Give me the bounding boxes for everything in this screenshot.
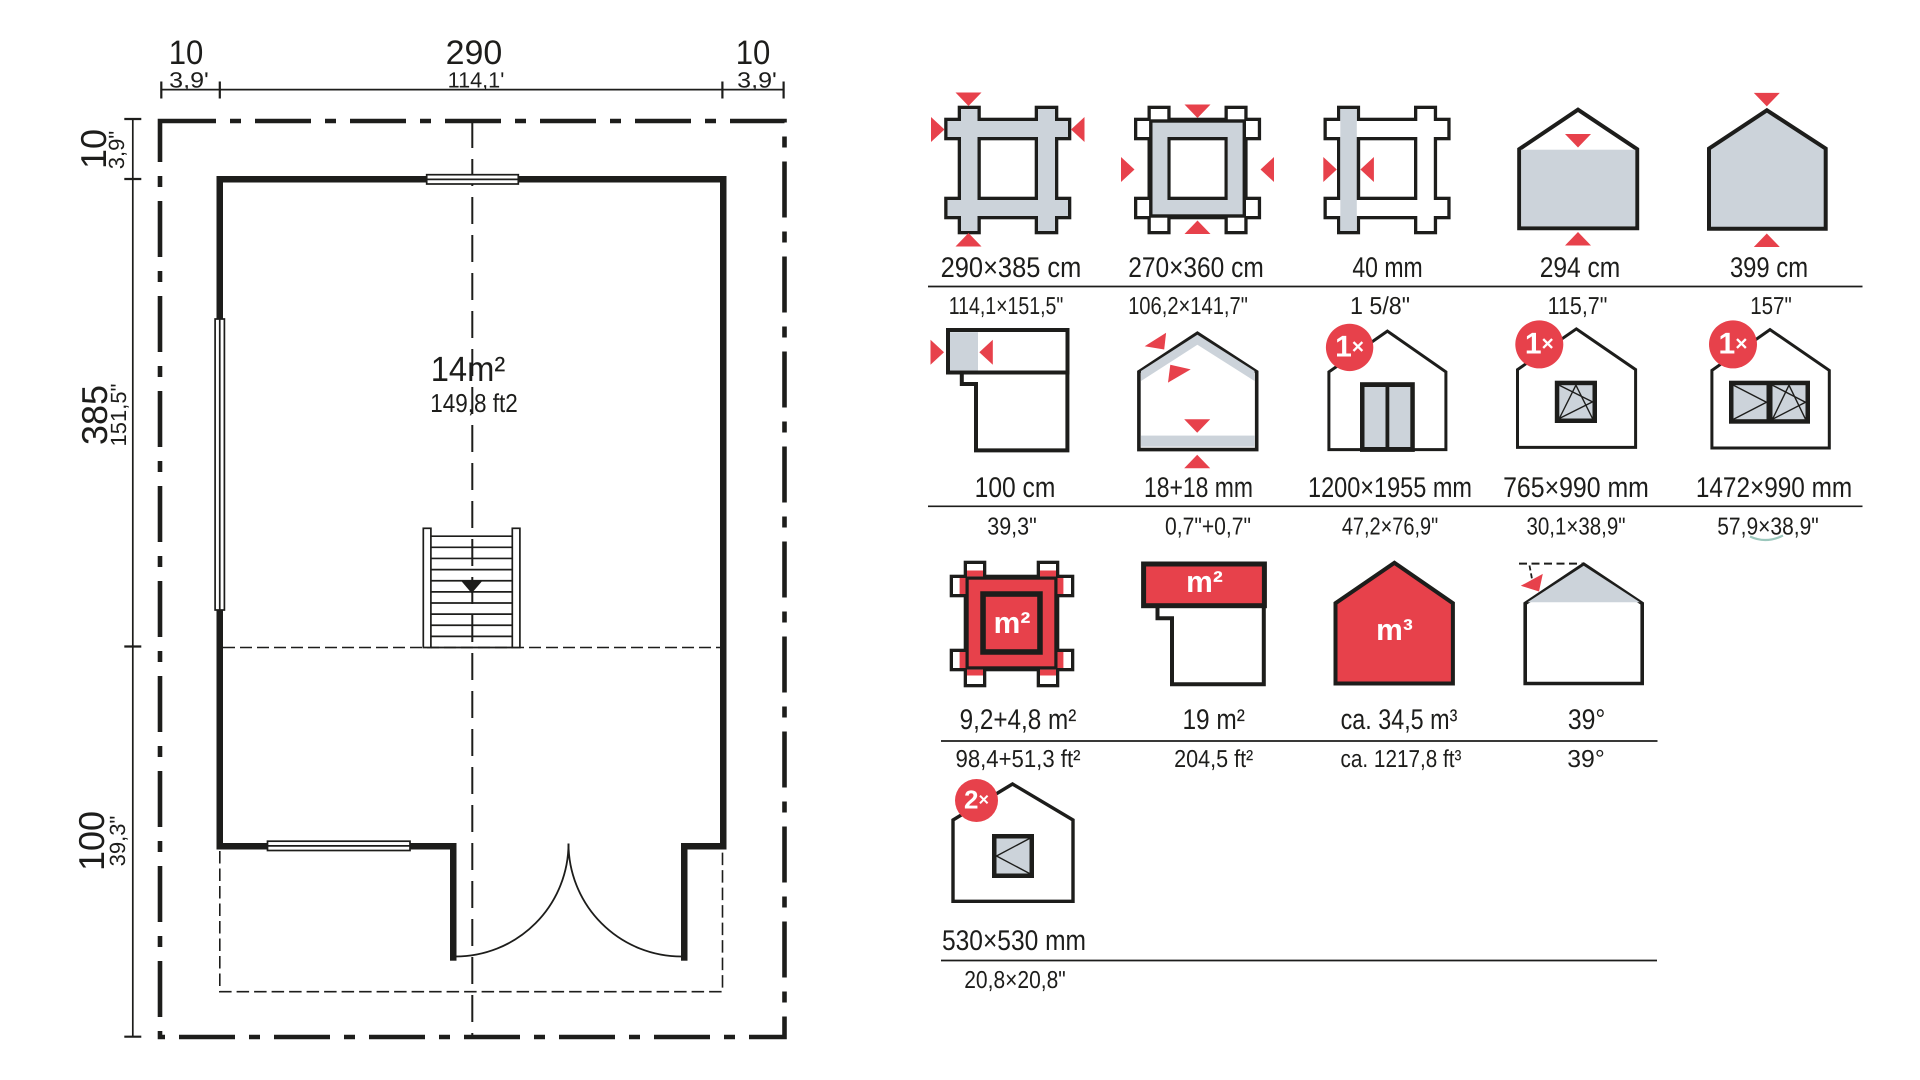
svg-text:106,2×141,7": 106,2×141,7" [1128, 293, 1248, 320]
svg-text:39,3": 39,3" [105, 816, 130, 867]
svg-text:39°: 39° [1568, 704, 1606, 736]
svg-text:290: 290 [446, 34, 503, 72]
svg-text:2×: 2× [964, 785, 989, 815]
svg-text:1 5/8": 1 5/8" [1350, 293, 1410, 320]
svg-text:3,9': 3,9' [737, 68, 777, 93]
svg-text:1×: 1× [1525, 328, 1554, 361]
svg-text:385: 385 [74, 385, 115, 445]
svg-text:30,1×38,9": 30,1×38,9" [1527, 514, 1626, 541]
svg-text:294 cm: 294 cm [1540, 252, 1621, 284]
svg-text:100: 100 [71, 811, 112, 871]
svg-text:9,2+4,8 m²: 9,2+4,8 m² [960, 704, 1077, 736]
svg-text:530×530 mm: 530×530 mm [942, 925, 1086, 957]
svg-text:115,7": 115,7" [1548, 293, 1608, 320]
svg-text:270×360 cm: 270×360 cm [1128, 252, 1264, 284]
svg-text:20,8×20,8": 20,8×20,8" [964, 967, 1066, 994]
svg-text:290×385 cm: 290×385 cm [941, 252, 1082, 284]
svg-text:114,1×151,5": 114,1×151,5" [949, 293, 1064, 320]
svg-text:m²: m² [1186, 566, 1223, 599]
svg-text:3,9': 3,9' [169, 68, 209, 93]
svg-text:10: 10 [73, 129, 114, 169]
svg-text:0,7"+0,7": 0,7"+0,7" [1165, 514, 1251, 541]
svg-text:14m²: 14m² [431, 350, 506, 389]
svg-text:100 cm: 100 cm [975, 472, 1056, 504]
svg-text:149,8 ft2: 149,8 ft2 [430, 388, 518, 418]
svg-text:1200×1955 mm: 1200×1955 mm [1308, 472, 1472, 504]
svg-text:765×990 mm: 765×990 mm [1503, 472, 1649, 504]
svg-text:ca. 34,5 m³: ca. 34,5 m³ [1341, 704, 1458, 736]
svg-text:m³: m³ [1376, 614, 1413, 647]
svg-text:39,3": 39,3" [987, 514, 1037, 541]
svg-text:ca. 1217,8 ft³: ca. 1217,8 ft³ [1341, 746, 1462, 773]
svg-text:10: 10 [169, 34, 204, 72]
svg-text:1472×990 mm: 1472×990 mm [1696, 472, 1852, 504]
svg-text:114,1': 114,1' [448, 68, 505, 93]
svg-text:151,5": 151,5" [106, 384, 131, 447]
svg-text:1×: 1× [1719, 328, 1748, 361]
svg-text:57,9×38,9": 57,9×38,9" [1717, 514, 1819, 541]
svg-text:399 cm: 399 cm [1730, 252, 1808, 284]
svg-text:204,5 ft²: 204,5 ft² [1174, 746, 1253, 773]
svg-text:19 m²: 19 m² [1182, 704, 1245, 736]
svg-text:157": 157" [1750, 293, 1792, 320]
svg-text:18+18 mm: 18+18 mm [1144, 472, 1253, 504]
svg-text:39°: 39° [1567, 746, 1605, 773]
svg-text:3,9": 3,9" [104, 131, 129, 169]
svg-text:10: 10 [736, 34, 771, 72]
svg-text:m²: m² [994, 607, 1031, 640]
svg-text:1×: 1× [1335, 330, 1364, 363]
svg-text:47,2×76,9": 47,2×76,9" [1342, 514, 1438, 541]
svg-text:40 mm: 40 mm [1352, 252, 1422, 284]
svg-text:98,4+51,3 ft²: 98,4+51,3 ft² [956, 746, 1081, 773]
